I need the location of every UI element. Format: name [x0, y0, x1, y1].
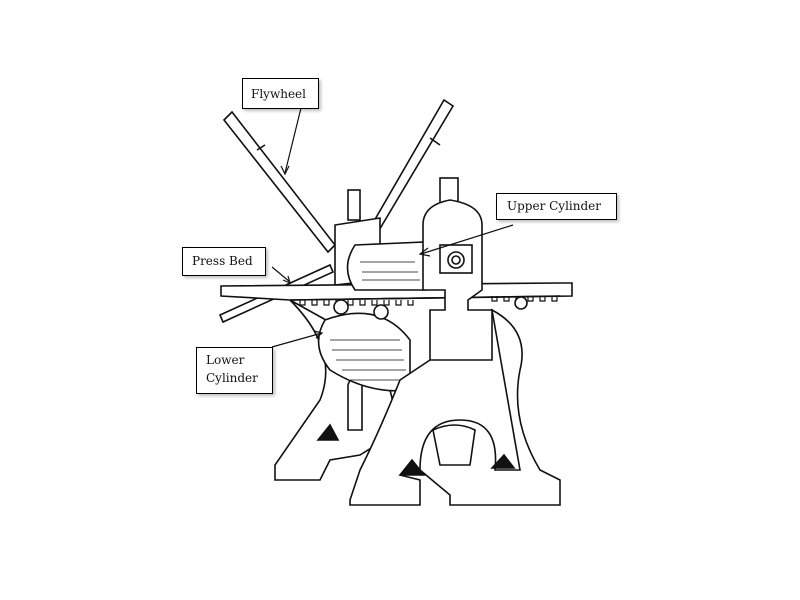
lower-cylinder [317, 299, 411, 392]
upper-cylinder [346, 241, 426, 291]
upper-cylinder-label: Upper Cylinder [496, 193, 617, 220]
lower-cylinder-label: Lower Cylinder [196, 347, 273, 394]
press-bed-label: Press Bed [182, 247, 266, 276]
flywheel-label: Flywheel [242, 78, 319, 109]
leader-arrows [271, 107, 514, 348]
lower-cylinder-label-line2: Cylinder [206, 371, 258, 385]
lower-cylinder-label-line1: Lower [206, 353, 245, 367]
right-frame [349, 177, 561, 506]
press-bed [220, 282, 573, 306]
